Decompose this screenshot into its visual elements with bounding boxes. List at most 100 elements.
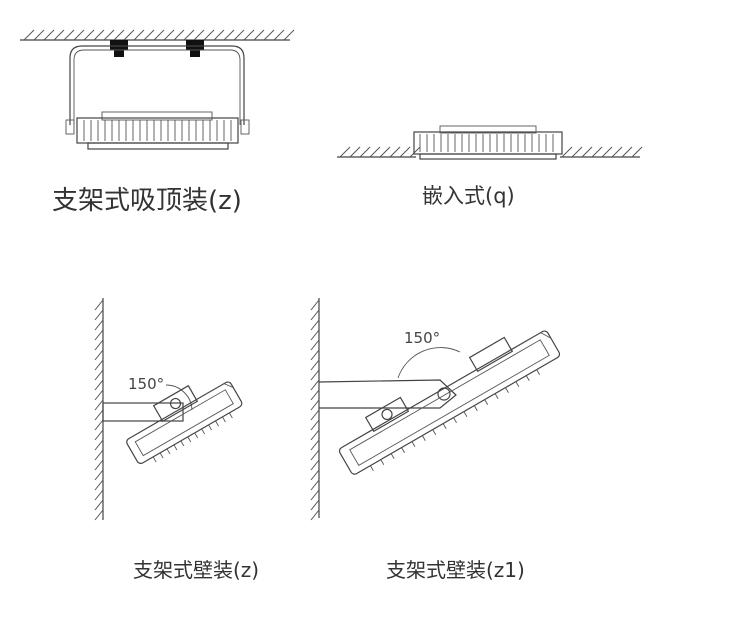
wall-hatch-line xyxy=(310,489,320,501)
recessed-caption: 嵌入式(q) xyxy=(422,184,515,208)
wall-hatch-line xyxy=(94,489,104,501)
recess-hatch-line xyxy=(621,146,633,158)
recess-hatch-line xyxy=(349,146,361,158)
wall-hatch-line xyxy=(310,479,320,491)
wall-hatch-line xyxy=(94,359,104,371)
ceiling-hatch-line xyxy=(263,29,275,41)
wall-hatch-line xyxy=(310,389,320,401)
wall-hatch-line xyxy=(94,339,104,351)
wall-hatch-line xyxy=(94,509,104,521)
ceiling-mount-diagram: 支架式吸顶装(z) xyxy=(20,29,295,216)
recess-hatch-line xyxy=(379,146,391,158)
wall-hatch-line xyxy=(310,349,320,361)
wall-hatch-line xyxy=(94,309,104,321)
ceiling-hatch-line xyxy=(83,29,95,41)
wall-mount-extended-caption: 支架式壁装(z1) xyxy=(386,558,525,582)
recess-hatch-line xyxy=(581,146,593,158)
recess-hatch-line xyxy=(591,146,603,158)
ceiling-hatch-line xyxy=(103,29,115,41)
recess-hatch-line xyxy=(601,146,613,158)
wall-mount-diagram: 150° 支架式壁装(z) xyxy=(94,298,259,582)
mount-brackets xyxy=(110,40,204,57)
wall-arm xyxy=(102,402,184,422)
wall-hatch-line xyxy=(94,459,104,471)
wall-hatch-line xyxy=(310,359,320,371)
wall-hatch-line xyxy=(310,319,320,331)
wall-hatch-line xyxy=(310,439,320,451)
wall-hatch-line xyxy=(94,469,104,481)
ceiling-hatch-line xyxy=(143,29,155,41)
wall-hatch-line xyxy=(310,399,320,411)
ceiling-hatch-line xyxy=(63,29,75,41)
lamp-fins xyxy=(152,412,233,463)
ceiling-hatch-line xyxy=(253,29,265,41)
lamp-fins-2 xyxy=(370,369,541,472)
recessed-fixture xyxy=(413,125,563,160)
ceiling-hatch-line xyxy=(223,29,235,41)
ceiling-hatch-line xyxy=(123,29,135,41)
recess-hatch-line xyxy=(389,146,401,158)
wall-hatch-line xyxy=(310,409,320,421)
ceiling-hatch-line xyxy=(23,29,35,41)
ceiling-hatch-line xyxy=(273,29,285,41)
ceiling-hatch-line xyxy=(183,29,195,41)
ceiling-mount-caption: 支架式吸顶装(z) xyxy=(52,186,242,216)
ceiling-hatch-line xyxy=(73,29,85,41)
wall-hatch-line xyxy=(310,469,320,481)
wall-hatch-line xyxy=(310,419,320,431)
recess-hatch-line xyxy=(399,146,411,158)
wall-hatch-line xyxy=(94,479,104,491)
wall-hatch-line xyxy=(94,399,104,411)
ceiling-hatch-line xyxy=(53,29,65,41)
wall-hatch-line xyxy=(310,369,320,381)
ceiling-hatch-line xyxy=(153,29,165,41)
wall-hatch-line xyxy=(94,409,104,421)
ceiling-hatch-line xyxy=(173,29,185,41)
ceiling-hatch-line xyxy=(113,29,125,41)
wall-hatch-line xyxy=(310,499,320,511)
wall-mount-extended-diagram: 150° xyxy=(310,298,561,582)
wall-hatch-line xyxy=(94,349,104,361)
recessed-diagram: 嵌入式(q) xyxy=(337,125,643,208)
ceiling-hatch-line xyxy=(283,29,295,41)
wall-surface xyxy=(94,298,104,521)
wall-hatch-line xyxy=(94,299,104,311)
recess-hatch-line xyxy=(611,146,623,158)
ceiling-hatch-line xyxy=(213,29,225,41)
ceiling-hatch-line xyxy=(233,29,245,41)
ceiling-hatch-line xyxy=(43,29,55,41)
wall-hatch-line xyxy=(310,379,320,391)
recess-hatch-line xyxy=(571,146,583,158)
wall-hatch-line xyxy=(310,429,320,441)
wall-mount-extended-angle-label: 150° xyxy=(404,329,440,347)
ceiling-hatch-line xyxy=(133,29,145,41)
recess-surface xyxy=(337,146,643,158)
wall-hatch-line xyxy=(94,379,104,391)
ceiling-hatch-line xyxy=(163,29,175,41)
wall-hatch-line xyxy=(94,439,104,451)
wall-hatch-line xyxy=(94,319,104,331)
ceiling-hatch-line xyxy=(193,29,205,41)
recess-hatch-line xyxy=(561,146,573,158)
wall-hatch-line xyxy=(94,369,104,381)
wall-hatch-line xyxy=(94,449,104,461)
tilted-floodlight-extended xyxy=(338,330,561,475)
ceiling-surface xyxy=(20,29,295,41)
tilted-floodlight xyxy=(126,381,243,464)
wall-surface-2 xyxy=(310,298,320,521)
recess-hatch-line xyxy=(359,146,371,158)
wall-hatch-line xyxy=(94,419,104,431)
angle-arc-2 xyxy=(397,347,461,379)
floodlight-body xyxy=(65,111,250,150)
wall-hatch-line xyxy=(94,389,104,401)
recess-hatch-line xyxy=(631,146,643,158)
wall-mount-angle-label: 150° xyxy=(128,375,164,393)
wall-hatch-line xyxy=(310,339,320,351)
angle-arc xyxy=(165,384,193,411)
recess-hatch-line xyxy=(339,146,351,158)
u-bracket xyxy=(69,45,245,125)
wall-mount-caption: 支架式壁装(z) xyxy=(133,558,259,582)
recess-hatch-line xyxy=(409,146,421,158)
ceiling-hatch-line xyxy=(243,29,255,41)
ceiling-hatch-line xyxy=(33,29,45,41)
